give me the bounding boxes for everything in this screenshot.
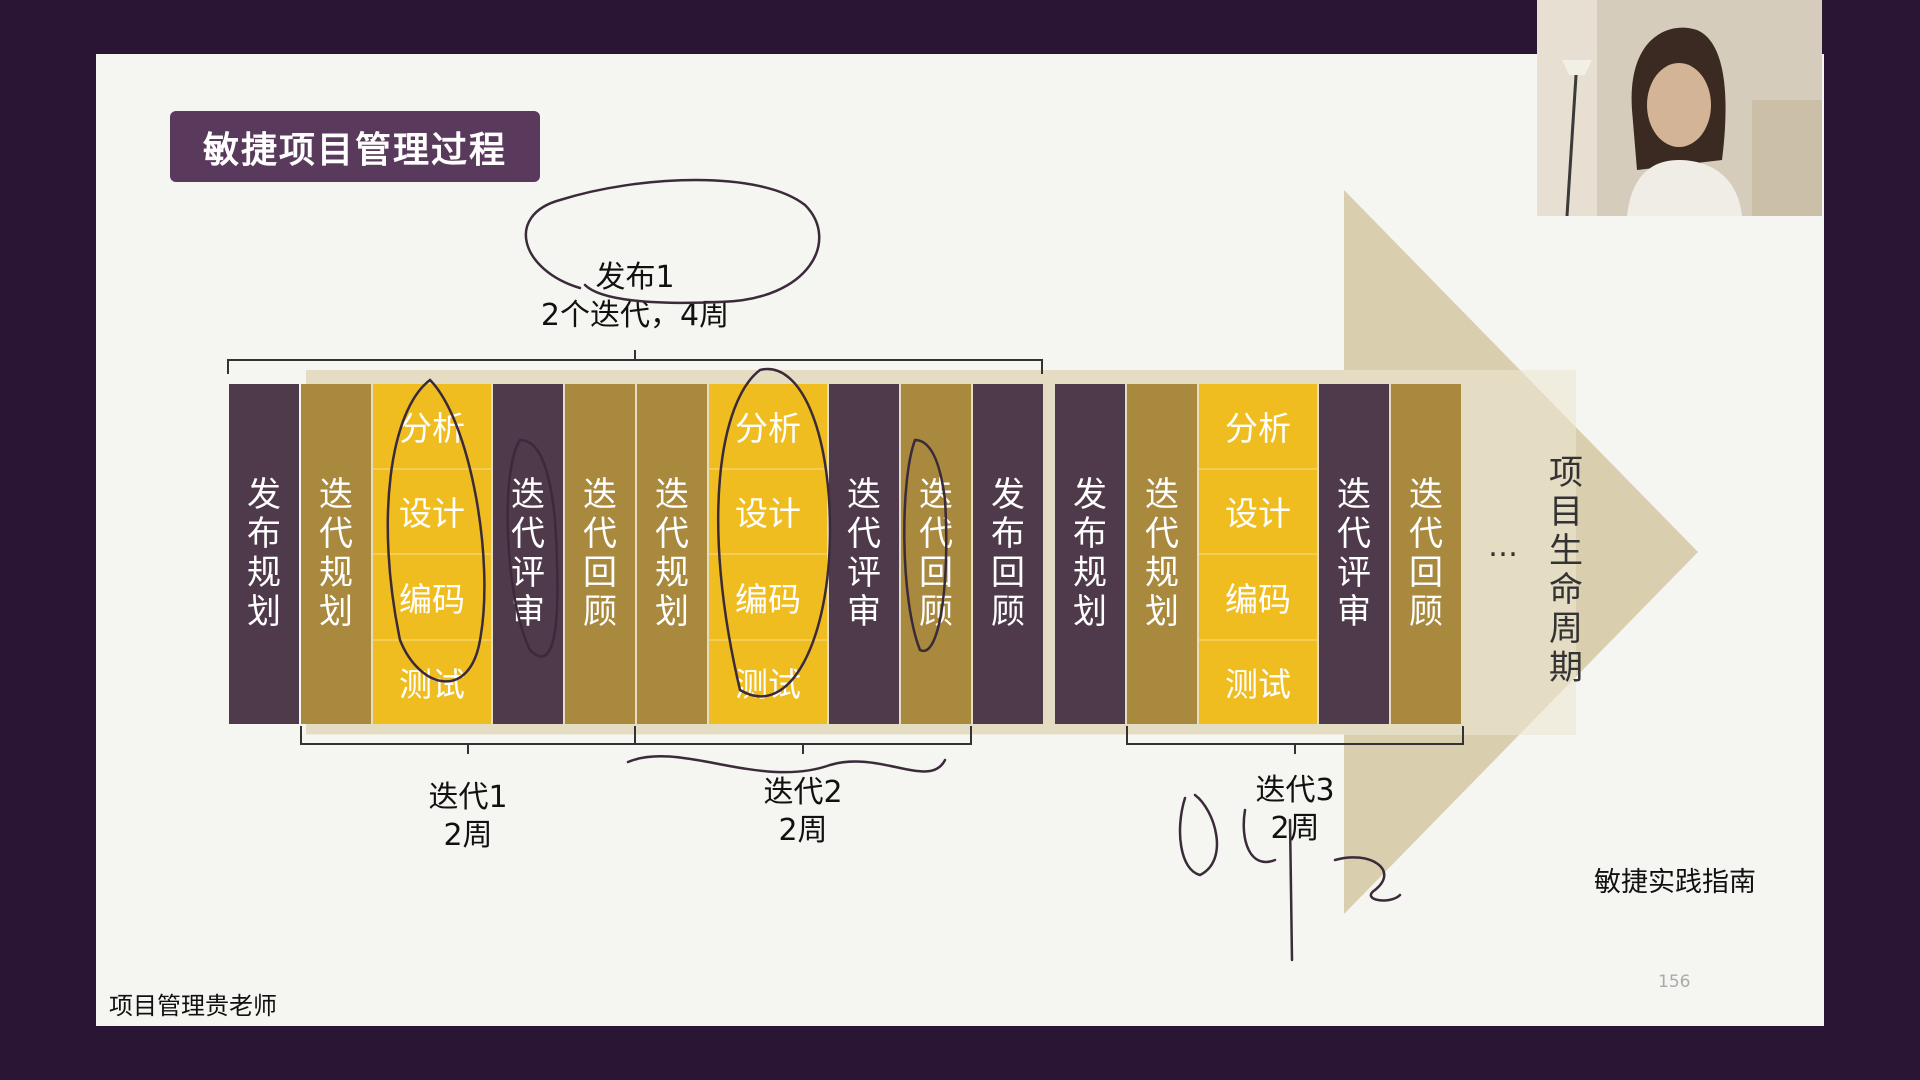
iteration-retro-column: 迭代回顾 (1391, 384, 1461, 724)
activity-analysis: 分析 (709, 384, 827, 470)
activity-coding: 编码 (709, 555, 827, 641)
iteration-planning-column: 迭代规划 (301, 384, 371, 724)
braces (227, 350, 1464, 754)
page-number: 156 (1658, 972, 1691, 992)
release-planning-column: 发布规划 (229, 384, 299, 724)
iteration-retro-column: 迭代回顾 (565, 384, 635, 724)
iteration-review-column: 迭代评审 (829, 384, 899, 724)
iteration-planning-column: 迭代规划 (1127, 384, 1197, 724)
lifecycle-label: 项目生命周期 (1549, 453, 1583, 688)
activity-design: 设计 (1199, 470, 1317, 555)
activity-testing: 测试 (399, 665, 465, 705)
source-label: 敏捷实践指南 (1594, 867, 1756, 898)
slide: 敏捷项目管理过程 发布规划 迭代规划 分析 设计 编码 测试 迭代评审 迭代回顾… (96, 54, 1824, 1026)
release-planning-column: 发布规划 (1055, 384, 1125, 724)
release-retro-column: 发布回顾 (973, 384, 1043, 724)
activity-analysis: 分析 (1199, 384, 1317, 470)
ellipsis: … (1488, 529, 1518, 564)
activity-coding: 编码 (373, 555, 491, 641)
slide-title: 敏捷项目管理过程 (170, 111, 540, 182)
activity-design: 设计 (709, 470, 827, 555)
footer-author: 项目管理贵老师 (109, 992, 277, 1020)
activities-column-2: 分析 设计 编码 测试 (709, 384, 827, 724)
activity-coding: 编码 (1199, 555, 1317, 641)
iteration-planning-column: 迭代规划 (637, 384, 707, 724)
webcam-image (1537, 0, 1822, 216)
activity-analysis: 分析 (373, 384, 491, 470)
activities-column-3: 分析 设计 编码 测试 (1199, 384, 1317, 724)
activity-testing: 测试 (1225, 665, 1291, 705)
release1-label: 发布1 2个迭代，4周 (540, 260, 730, 333)
presenter-webcam (1537, 0, 1822, 216)
iteration-retro-column: 迭代回顾 (901, 384, 971, 724)
activity-testing: 测试 (735, 665, 801, 705)
iteration-review-column: 迭代评审 (1319, 384, 1389, 724)
activity-design: 设计 (373, 470, 491, 555)
